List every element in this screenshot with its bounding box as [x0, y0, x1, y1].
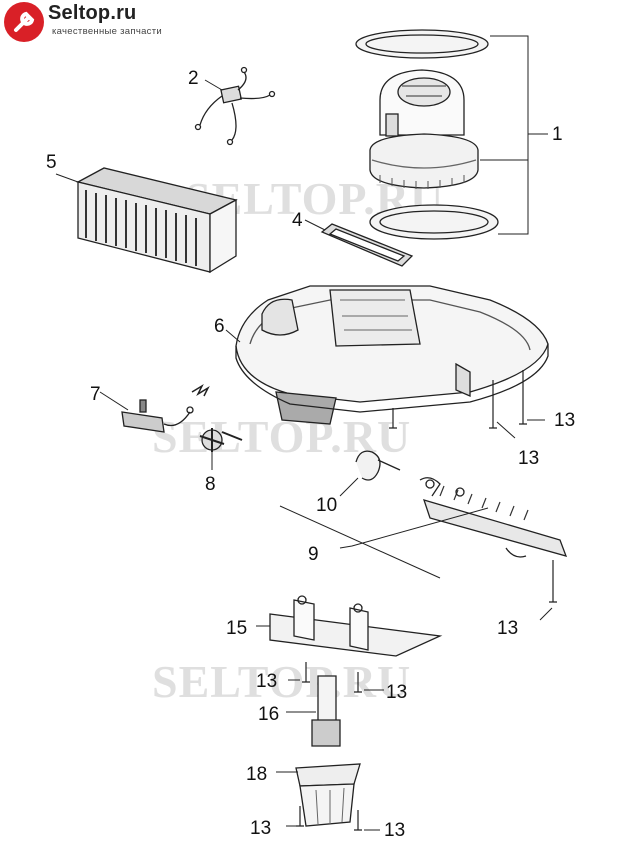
container [276, 763, 361, 827]
part-number-5: 5 [46, 152, 57, 173]
screws [286, 370, 557, 831]
part-number-13: 13 [554, 410, 576, 431]
cartridge-filter [55, 167, 238, 274]
part-number-1: 1 [552, 124, 563, 145]
motor-assembly [355, 29, 548, 240]
watermark: SELTOP.RU [152, 656, 412, 707]
part-number-7: 7 [90, 384, 101, 405]
part-number-13: 13 [386, 682, 408, 703]
part-number-6: 6 [214, 316, 225, 337]
part-number-10: 10 [316, 495, 338, 516]
part-number-13: 13 [384, 820, 406, 841]
part-number-13: 13 [256, 671, 278, 692]
part-number-18: 18 [246, 764, 268, 785]
clip [339, 450, 401, 497]
logo-name: Seltop.ru [48, 2, 137, 24]
valve-fitting [199, 428, 243, 470]
small-filter [304, 219, 414, 267]
power-switch [99, 391, 194, 433]
lever [286, 675, 341, 747]
seltop-logo[interactable]: Seltop.ru качественные запчасти [4, 2, 204, 42]
part-number-15: 15 [226, 618, 248, 639]
part-number-8: 8 [205, 474, 216, 495]
wrench-logo-icon [4, 2, 44, 42]
logo-tagline: качественные запчасти [52, 26, 162, 37]
part-number-4: 4 [292, 210, 303, 231]
wire-harness [194, 66, 276, 146]
part-number-9: 9 [308, 544, 319, 565]
part-number-2: 2 [188, 68, 199, 89]
spring [191, 384, 210, 397]
part-number-13: 13 [497, 618, 519, 639]
motor-housing-base [225, 285, 549, 425]
part-number-13: 13 [250, 818, 272, 839]
bracket-plate [256, 595, 443, 657]
part-number-13: 13 [518, 448, 540, 469]
part-number-16: 16 [258, 704, 280, 725]
mounting-rail [279, 477, 568, 579]
